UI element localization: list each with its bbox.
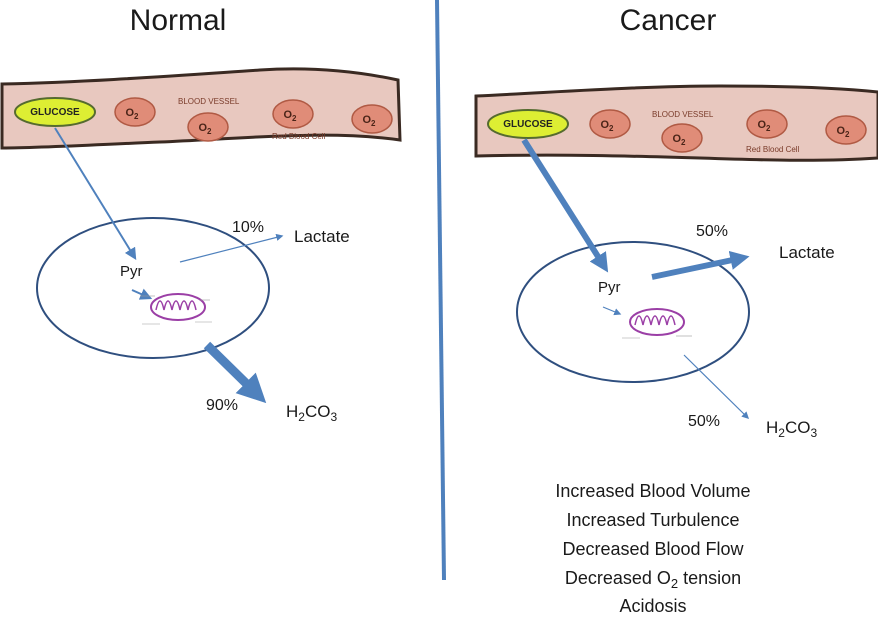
normal-lactate-pct: 10%	[232, 219, 264, 236]
normal-h2co3: H2CO3	[286, 402, 337, 424]
normal-blood-vessel	[0, 67, 402, 150]
cancer-lactate-pct: 50%	[696, 223, 728, 240]
normal-rbc-4: O2	[351, 104, 393, 134]
cancer-h2co3: H2CO3	[766, 418, 817, 440]
effect-acidosis: Acidosis	[619, 596, 686, 616]
effect-blood-volume: Increased Blood Volume	[555, 481, 750, 501]
normal-glucose-arrow	[54, 127, 137, 261]
svg-text:O2: O2	[672, 133, 686, 147]
cancer-rbc-1: O2	[589, 109, 631, 139]
normal-rbc-2: O2	[187, 112, 229, 142]
svg-text:O2: O2	[757, 119, 771, 133]
normal-rbc-3: O2	[272, 99, 314, 129]
normal-mitochondrion	[131, 288, 212, 325]
cancer-h2co3-arrow	[683, 354, 750, 420]
svg-text:O2: O2	[198, 122, 212, 136]
normal-h2co3-pct: 90%	[206, 397, 238, 414]
cancer-blood-vessel	[474, 84, 878, 162]
svg-text:GLUCOSE: GLUCOSE	[503, 119, 553, 130]
cancer-rbc-4: O2	[825, 115, 867, 145]
normal-cell	[36, 217, 270, 359]
normal-h2co3-arrow	[203, 341, 267, 404]
effect-blood-flow: Decreased Blood Flow	[562, 539, 744, 559]
svg-text:O2: O2	[362, 114, 376, 128]
normal-pyr: Pyr	[120, 263, 143, 280]
cancer-rbc-3: O2	[746, 109, 788, 139]
normal-lactate-arrow	[179, 233, 284, 263]
cancer-pyr: Pyr	[598, 279, 621, 296]
cancer-title: Cancer	[620, 4, 717, 37]
normal-rbc-label: Red Blood Cell	[272, 132, 326, 141]
svg-text:O2: O2	[125, 107, 139, 121]
cancer-lactate: Lactate	[779, 243, 835, 262]
cancer-rbc-2: O2	[661, 123, 703, 153]
cancer-mitochondrion	[602, 306, 692, 339]
svg-text:O2: O2	[283, 109, 297, 123]
cancer-blood-vessel-label: BLOOD VESSEL	[652, 110, 714, 119]
normal-title: Normal	[130, 4, 227, 37]
effect-turbulence: Increased Turbulence	[566, 510, 739, 530]
cancer-lactate-arrow	[651, 250, 750, 280]
cancer-glucose-arrow	[521, 138, 609, 273]
cancer-cell	[516, 241, 750, 383]
svg-text:O2: O2	[836, 125, 850, 139]
normal-rbc-1: O2	[114, 97, 156, 127]
svg-text:O2: O2	[600, 119, 614, 133]
effect-o2-tension: Decreased O2 tension	[565, 568, 741, 591]
cancer-glucose: GLUCOSE	[487, 109, 569, 139]
cancer-rbc-label: Red Blood Cell	[746, 145, 800, 154]
normal-glucose: GLUCOSE	[14, 97, 96, 127]
svg-text:GLUCOSE: GLUCOSE	[30, 107, 80, 118]
cancer-effects-list: Increased Blood Volume Increased Turbule…	[555, 481, 750, 616]
panel-divider	[435, 0, 446, 581]
cancer-h2co3-pct: 50%	[688, 413, 720, 430]
normal-blood-vessel-label: BLOOD VESSEL	[178, 97, 240, 106]
normal-lactate: Lactate	[294, 227, 350, 246]
